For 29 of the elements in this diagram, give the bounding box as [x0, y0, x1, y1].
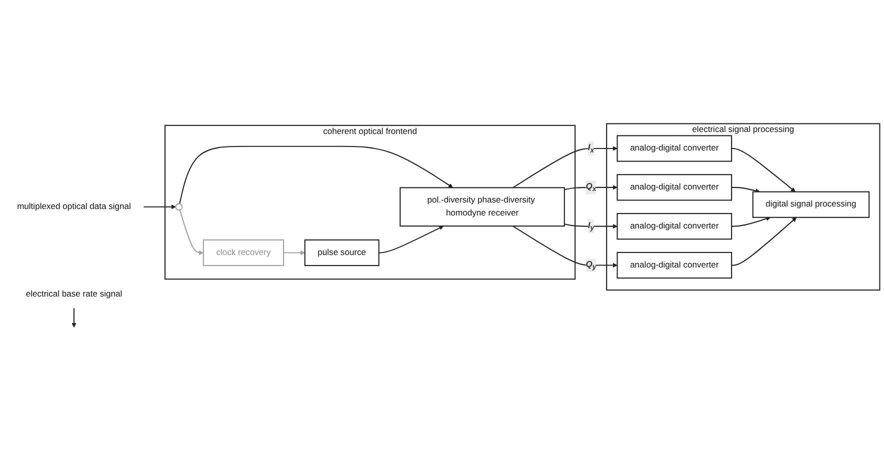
process-box: analog-digital converter: [616, 174, 732, 201]
signal-label: electrical base rate signal: [26, 290, 122, 299]
arrow: [732, 148, 796, 192]
process-box: clock recovery: [202, 239, 284, 266]
arrow: [72, 308, 76, 328]
process-box: digital signal processing: [752, 191, 870, 218]
arrow: [564, 224, 618, 229]
arrow: [179, 210, 204, 256]
arrow: [144, 204, 176, 210]
arrow: [179, 146, 454, 204]
arrow: [284, 250, 306, 256]
arrow: [732, 216, 771, 227]
edge-label: Q$_{y}$: [586, 260, 596, 271]
arrow: [732, 186, 760, 194]
arrow: [512, 146, 618, 188]
process-box: analog-digital converter: [616, 213, 732, 240]
process-box: analog-digital converter: [616, 252, 732, 279]
edge-label: I$_{y}$: [588, 220, 594, 232]
coupler-ring: [175, 203, 183, 211]
arrow: [564, 185, 618, 190]
signal-label: multiplexed optical data signal: [17, 202, 131, 212]
process-box: pulse source: [304, 239, 380, 266]
arrow: [732, 217, 797, 266]
process-box: analog-digital converter: [616, 135, 732, 162]
edge-label: Q$_{x}$: [586, 182, 596, 193]
arrow: [378, 226, 444, 254]
arrow: [512, 226, 618, 268]
process-box: pol.-diversity phase-diversity homodyne receiver: [400, 187, 565, 227]
edge-label: I$_{x}$: [588, 143, 594, 154]
